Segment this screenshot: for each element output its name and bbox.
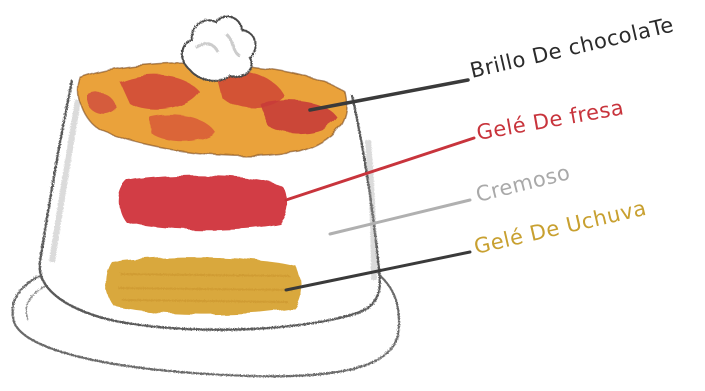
label-strawberry-gel: Gelé De fresa [475,95,626,145]
cream-topping [182,16,256,80]
strawberry-gel-layer [119,175,289,230]
goldenberry-gel-layer [106,257,301,315]
label-chocolate-glaze: Brillo De chocolaTe [468,13,676,83]
label-goldenberry-gel: Gelé De Uchuva [472,196,649,259]
label-cremoso: Cremoso [473,160,572,207]
